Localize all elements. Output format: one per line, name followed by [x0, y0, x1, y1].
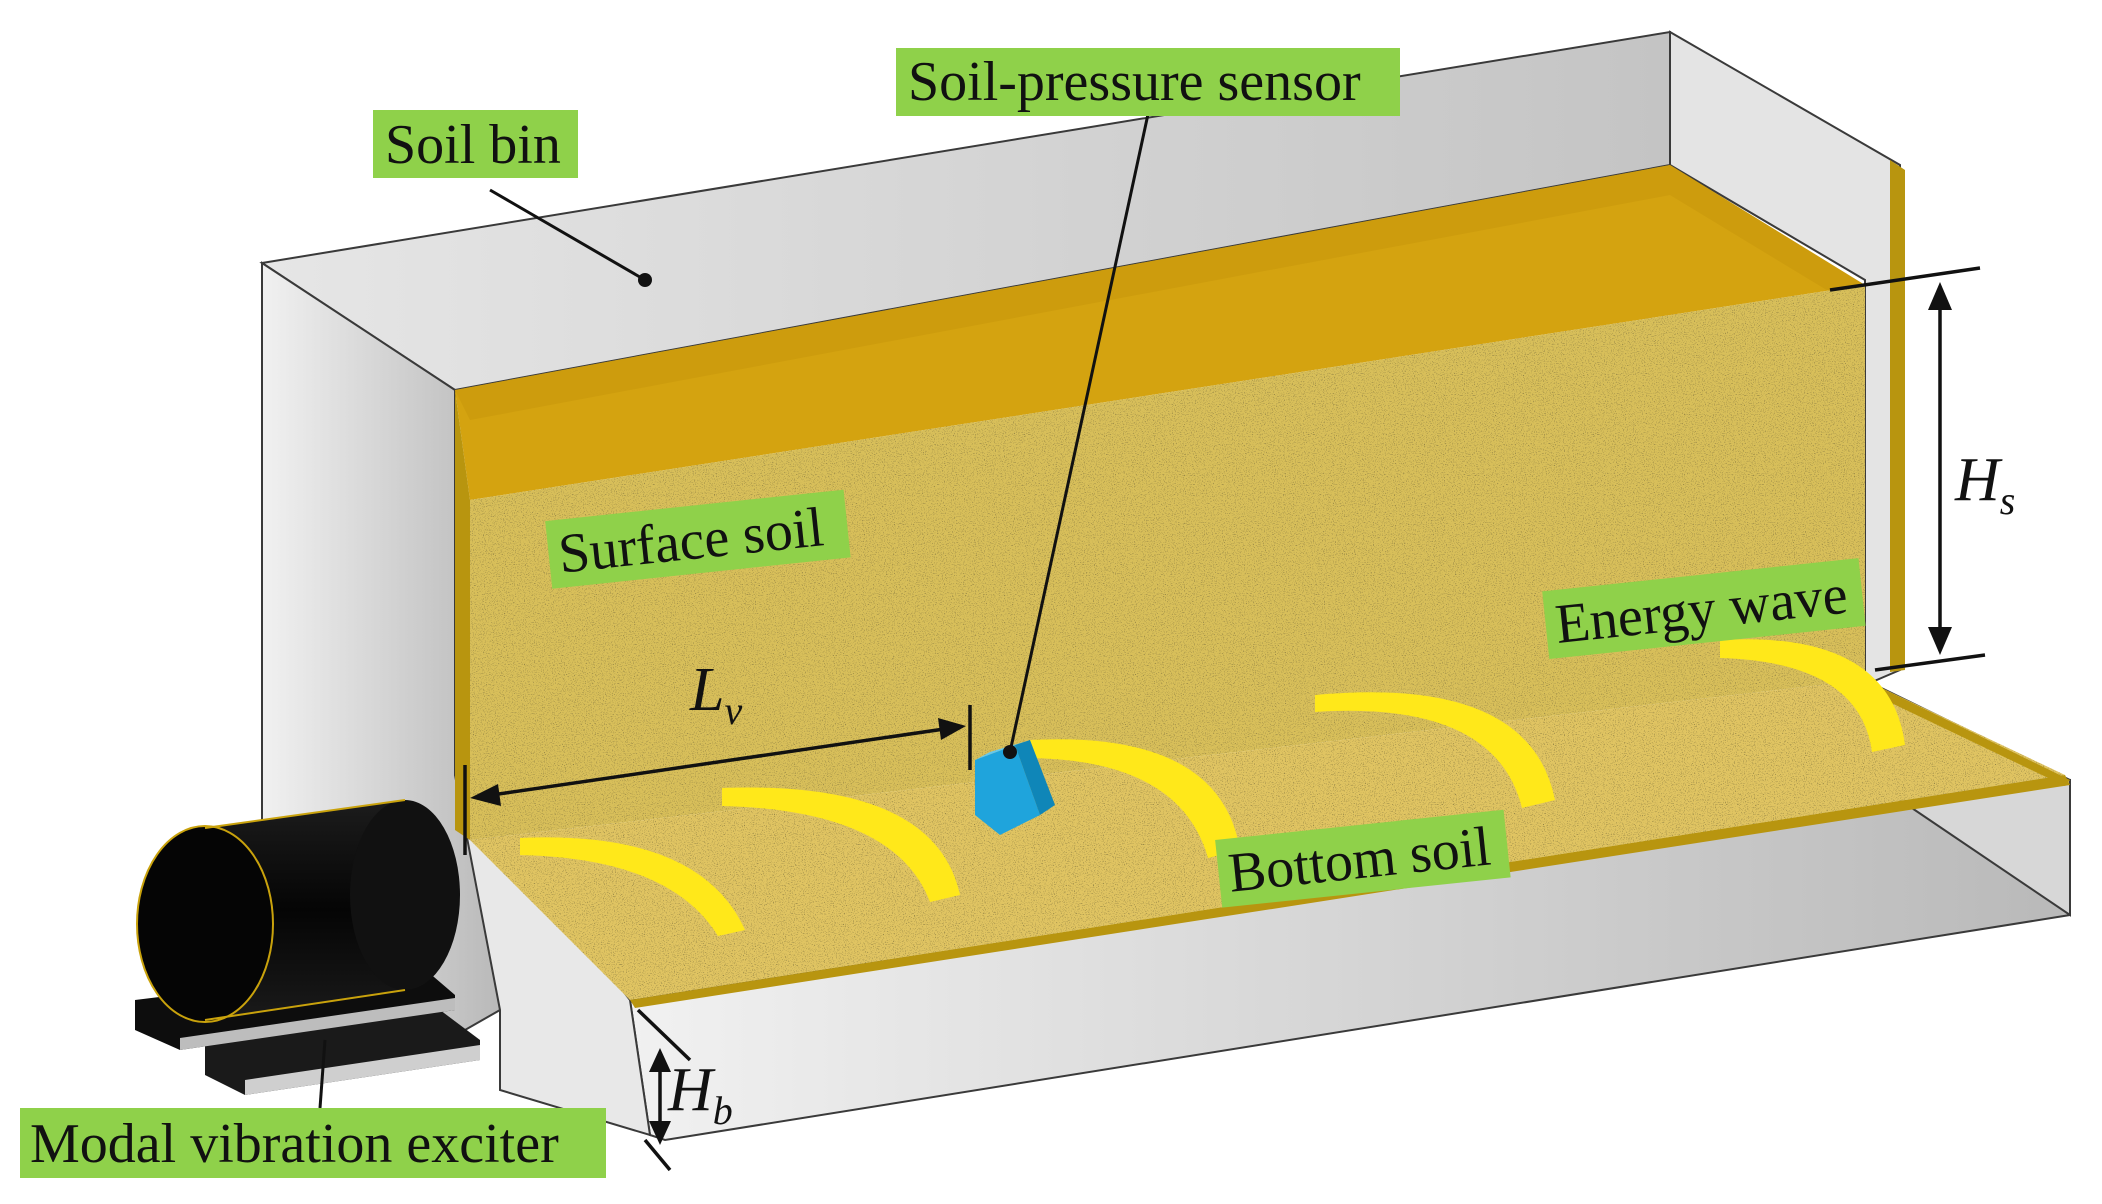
dimension-hs: [1829, 266, 1986, 672]
surface-soil-top-shade: [455, 165, 1865, 420]
lv-label: Lv: [689, 656, 742, 733]
surface-soil-top: [455, 165, 1865, 500]
soil-bin-text: Soil bin: [385, 114, 561, 176]
exciter-base-lower-side: [245, 1045, 480, 1095]
right-wall-outer: [1890, 160, 1905, 672]
exciter-drum-rim: [204, 989, 406, 1021]
dimension-lv: [463, 705, 972, 855]
exciter-leader: [318, 1039, 327, 1109]
energy-wave-arc: [520, 837, 745, 936]
modal-vibration-exciter-text: Modal vibration exciter: [30, 1113, 559, 1175]
sensor-front: [975, 745, 1040, 835]
exciter-base-upper-side: [180, 998, 455, 1050]
lv-arrowhead-right: [938, 718, 966, 740]
soil-pressure-sensor-text: Soil-pressure sensor: [908, 51, 1361, 113]
sensor-side: [1015, 740, 1055, 815]
hb-label: Hb: [667, 1056, 733, 1133]
lv-arrowhead-left: [470, 784, 501, 806]
sensor-leader-dot: [1003, 745, 1017, 759]
energy-waves: [520, 639, 1905, 936]
exciter-drum-back: [350, 800, 460, 990]
dimension-hb: [636, 1008, 692, 1172]
leader-lines: [318, 104, 1152, 1109]
soil-bin-leader: [489, 188, 646, 282]
hb-tick-bottom: [643, 1138, 672, 1172]
hs-label: Hs: [1954, 446, 2015, 523]
energy-wave-arc: [1720, 639, 1905, 752]
energy-wave-arc: [722, 787, 960, 902]
hs-tick-top: [1829, 266, 1981, 292]
hb-arrowhead-bottom: [649, 1121, 671, 1145]
exciter-drum-rim: [204, 799, 406, 829]
soil-pressure-sensor: [975, 740, 1055, 835]
sensor-leader: [1008, 104, 1152, 753]
surface-soil-edge: [455, 390, 470, 840]
energy-wave-arc: [1315, 692, 1555, 808]
label-soil-pressure-sensor: Soil-pressure sensor: [896, 48, 1400, 116]
hb-tick-top: [636, 1008, 692, 1062]
exciter-drum-face: [136, 825, 274, 1023]
hs-arrowhead-bottom: [1928, 627, 1952, 655]
hs-tick-bottom: [1874, 653, 1986, 672]
label-energy-wave: Energy wave: [1542, 558, 1866, 660]
soil-bin-leader-dot: [638, 273, 652, 287]
surface-soil-block: [455, 165, 1865, 840]
hs-arrowhead-top: [1928, 282, 1952, 310]
modal-vibration-exciter: [135, 799, 480, 1095]
lv-arrow-line: [477, 725, 959, 799]
label-soil-bin: Soil bin: [373, 110, 578, 178]
hb-arrowhead-top: [649, 1048, 671, 1072]
bottom-soil-rim-right: [1860, 680, 2070, 786]
label-modal-vibration-exciter: Modal vibration exciter: [20, 1108, 606, 1178]
energy-wave-arc: [1030, 739, 1240, 858]
surface-soil-front: [470, 285, 1865, 840]
